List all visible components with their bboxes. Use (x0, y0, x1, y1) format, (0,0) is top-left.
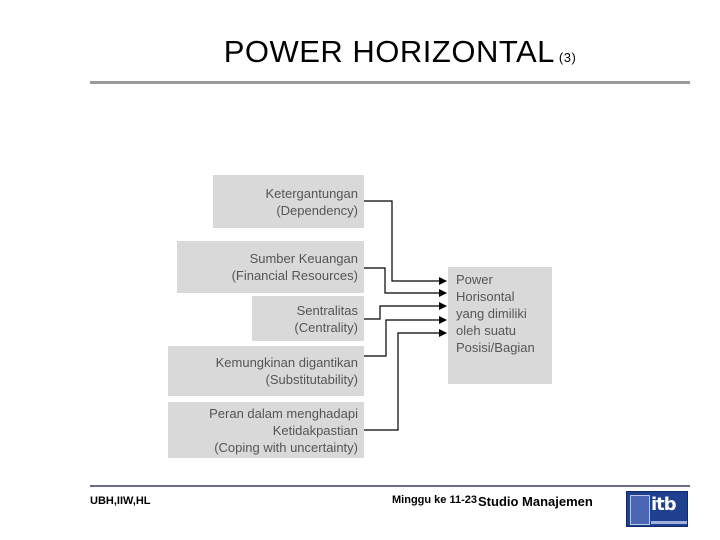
factor-coping-line-2: Ketidakpastian (272, 422, 358, 438)
target-line-1: Power (456, 272, 493, 287)
connector-substitutability (364, 316, 447, 357)
factor-centrality-line-1: Sentralitas (296, 302, 358, 318)
title-main: POWER HORIZONTAL (223, 34, 555, 69)
footer-authors: UBH,IIW,HL (90, 495, 151, 507)
factor-financial-line-2: (Financial Resources) (231, 268, 358, 283)
factor-substitutability-line-2: (Substitutability) (265, 372, 358, 387)
target-line-5: Posisi/Bagian (456, 340, 535, 355)
factor-financial-resources: Sumber Keuangan (Financial Resources) (177, 241, 364, 293)
title-divider (90, 81, 690, 84)
itb-logo: itb (626, 491, 688, 527)
target-line-3: yang dimiliki (456, 306, 527, 321)
footer-week: Minggu ke 11-23 (392, 494, 477, 506)
factor-coping-uncertainty: Peran dalam menghadapi Ketidakpastian (C… (168, 402, 364, 458)
connector-centrality (364, 302, 447, 320)
logo-underline (651, 521, 687, 524)
logo-emblem-icon (630, 495, 650, 525)
factor-dependency-line-2: (Dependency) (276, 202, 358, 218)
factor-substitutability-line-1: Kemungkinan digantikan (215, 355, 358, 370)
connector-financial (364, 267, 447, 297)
factor-coping-line-3: (Coping with uncertainty) (214, 439, 358, 455)
factor-centrality-line-2: (Centrality) (294, 319, 358, 335)
title-suffix: (3) (558, 50, 577, 65)
connector-coping (364, 329, 447, 431)
factor-dependency-line-1: Ketergantungan (265, 185, 358, 201)
footer-divider (90, 485, 690, 487)
factor-financial-line-1: Sumber Keuangan (249, 251, 358, 266)
target-line-2: Horisontal (456, 289, 515, 304)
factor-substitutability: Kemungkinan digantikan (Substitutability… (168, 346, 364, 396)
target-line-4: oleh suatu (456, 323, 516, 338)
logo-mark: itb (651, 494, 677, 515)
page-title: POWER HORIZONTAL(3) (0, 34, 720, 70)
footer-course: Studio Manajemen (478, 494, 593, 509)
connector-dependency (364, 200, 447, 285)
factor-coping-line-1: Peran dalam menghadapi (209, 405, 358, 421)
factor-centrality: Sentralitas (Centrality) (252, 296, 364, 341)
target-horizontal-power: Power Horisontal yang dimiliki oleh suat… (448, 267, 552, 384)
factor-dependency: Ketergantungan (Dependency) (213, 175, 364, 228)
